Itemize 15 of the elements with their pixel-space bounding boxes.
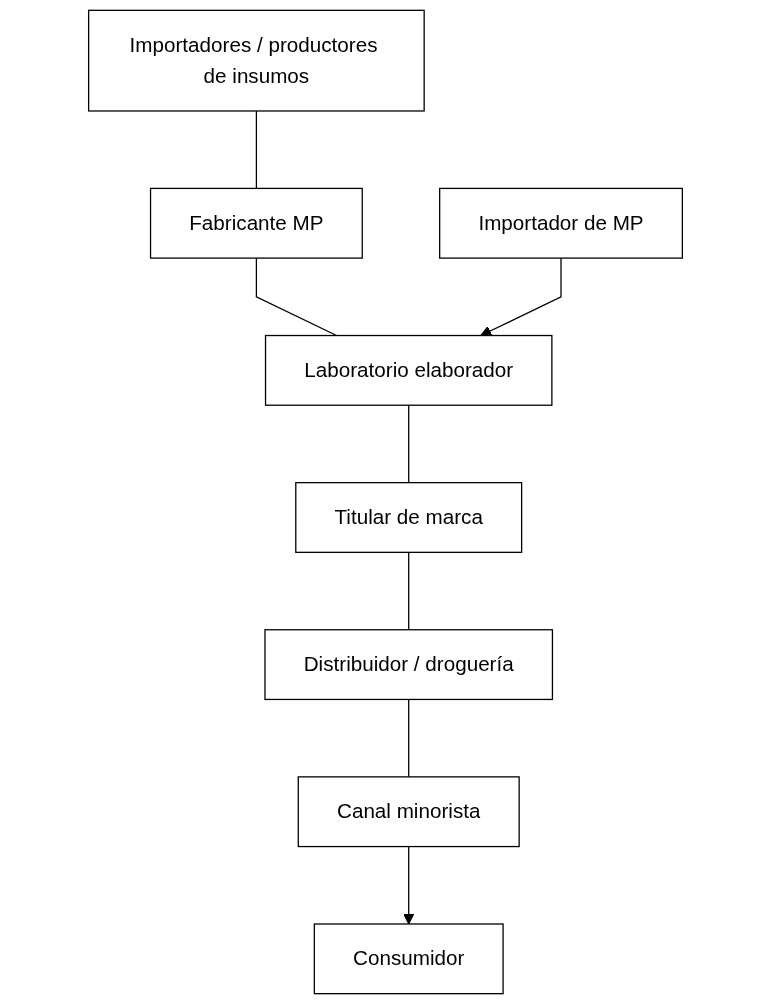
- connector: [408, 698, 410, 778]
- node-box: Distribuidor / droguería: [264, 629, 554, 701]
- node-box: Importador de MP: [439, 187, 683, 259]
- node-box: Fabricante MP: [149, 187, 363, 259]
- node-box: Importadores / productores de insumos: [88, 9, 425, 112]
- node-box: Laboratorio elaborador: [264, 334, 553, 406]
- connector: [255, 257, 338, 337]
- connector: [255, 110, 258, 190]
- node-box: Consumidor: [313, 923, 504, 995]
- connector: [408, 404, 410, 484]
- node-box: Titular de marca: [295, 482, 523, 553]
- arrow: [480, 257, 562, 337]
- arrow: [403, 845, 415, 925]
- node-box: Canal minorista: [297, 776, 520, 848]
- connector: [408, 551, 410, 631]
